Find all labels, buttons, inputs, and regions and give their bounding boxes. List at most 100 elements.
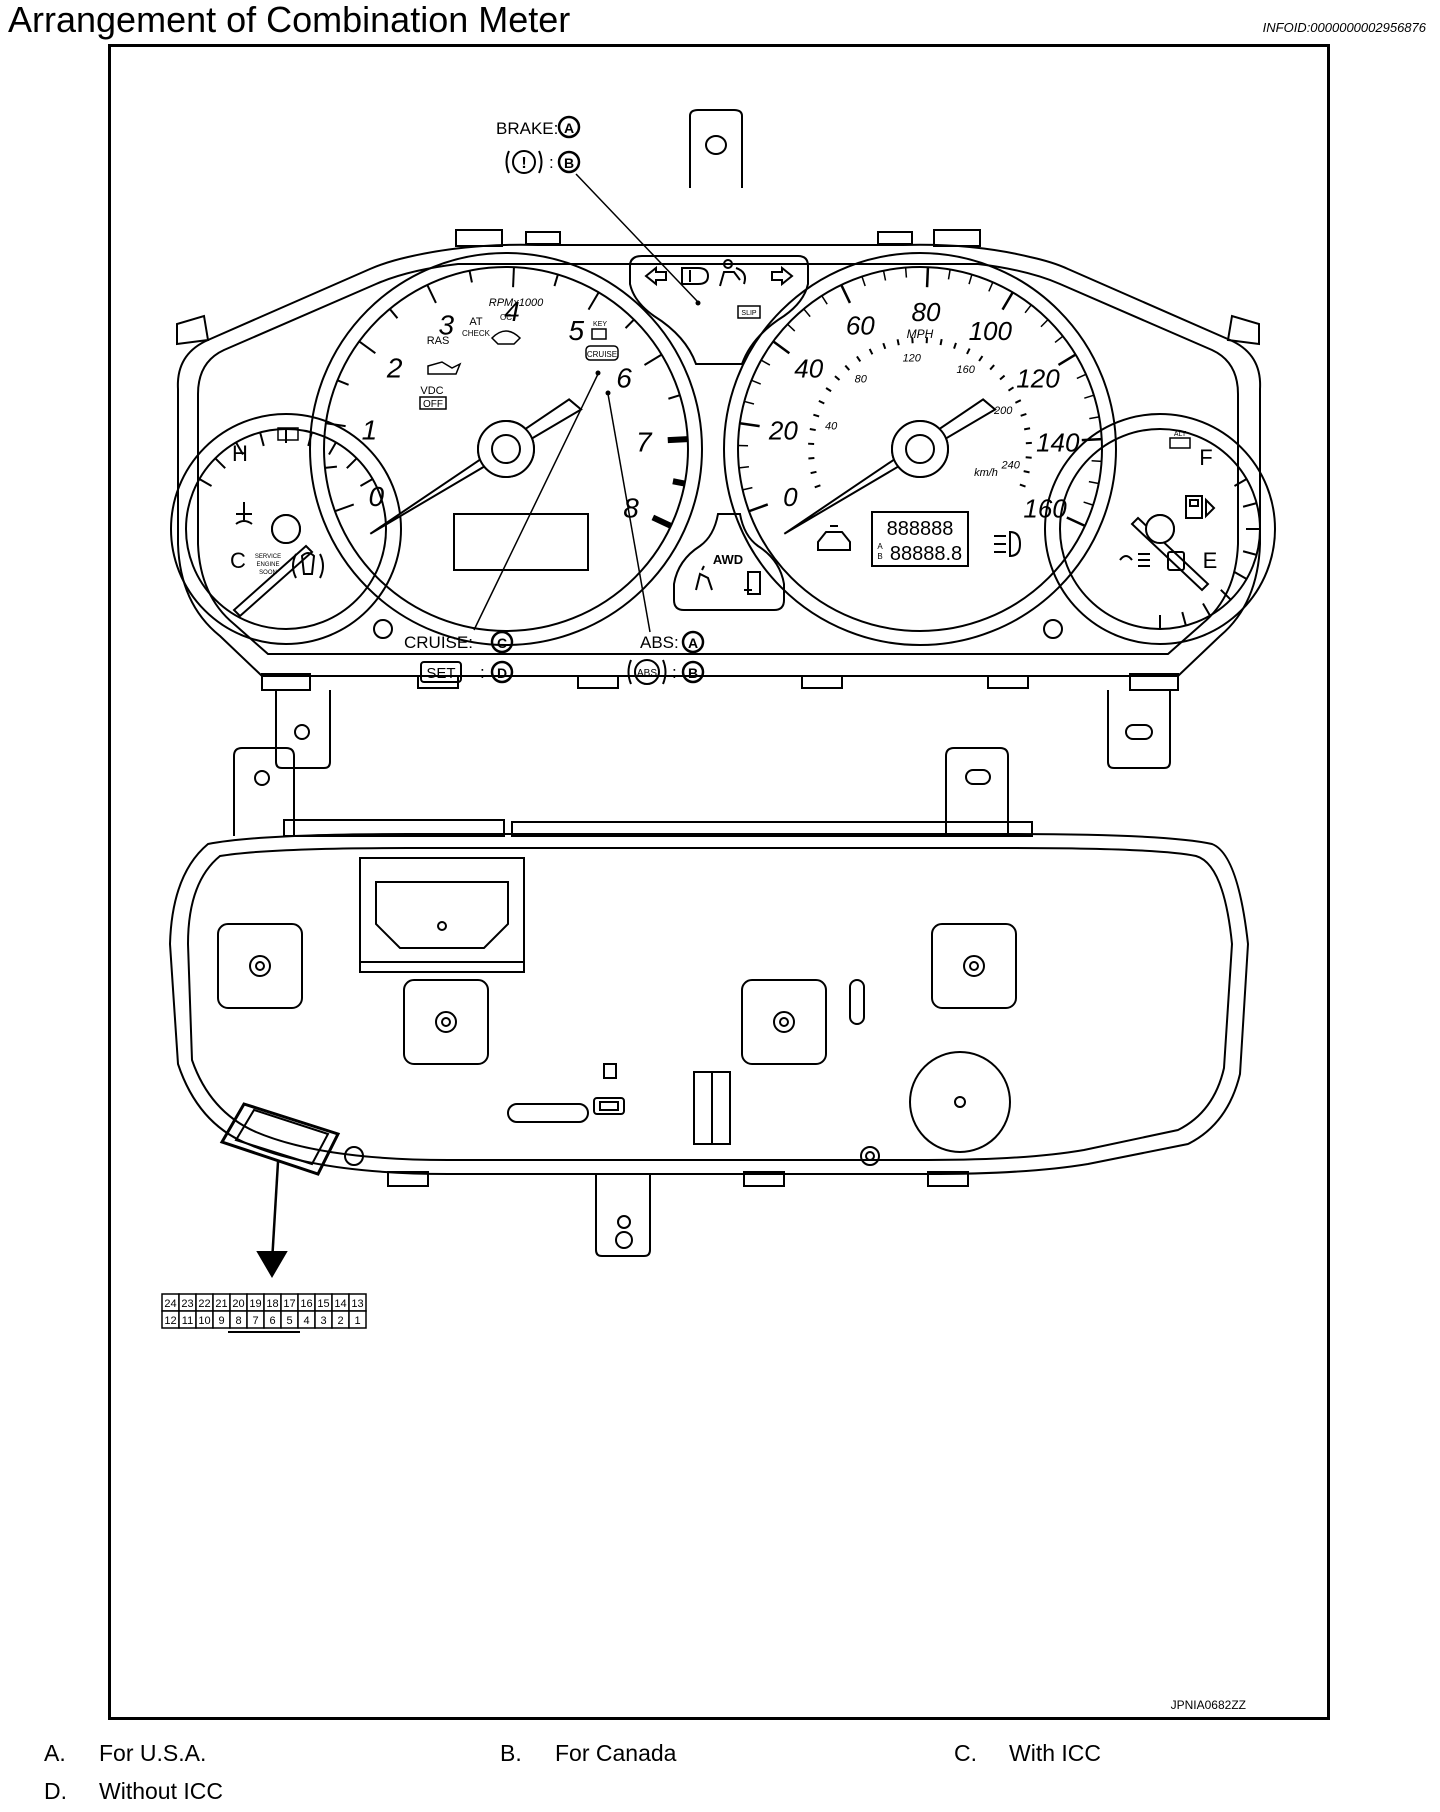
mph-tick bbox=[1081, 437, 1102, 442]
mph-tick bbox=[744, 400, 755, 405]
brake-label: BRAKE: bbox=[496, 119, 558, 138]
connector-pin-number: 23 bbox=[181, 1298, 193, 1310]
mph-tick bbox=[739, 422, 760, 428]
tach-numeral: 5 bbox=[569, 315, 585, 346]
center-bottom-panel bbox=[673, 513, 785, 611]
airbag-icon bbox=[719, 267, 746, 287]
key-icon bbox=[591, 328, 607, 340]
rear-right-bracket-hole bbox=[965, 769, 991, 785]
odometer-window bbox=[871, 511, 969, 567]
rear-boss bbox=[931, 923, 1017, 1009]
legend-item-c: C.With ICC bbox=[954, 1740, 1101, 1767]
abs-b-badge bbox=[681, 660, 705, 684]
mph-tick bbox=[1066, 516, 1086, 528]
cruise-c-letter: C bbox=[497, 635, 507, 651]
battery-icon bbox=[277, 427, 299, 441]
kmh-tick bbox=[834, 375, 841, 381]
kmh-tick bbox=[856, 355, 862, 362]
mph-numeral: 20 bbox=[768, 415, 798, 445]
legend-text: For Canada bbox=[555, 1740, 677, 1766]
high-beam-icon bbox=[681, 267, 710, 285]
legend-item-d: D.Without ICC bbox=[44, 1778, 223, 1805]
washer-icon bbox=[490, 330, 522, 345]
set-label: SET bbox=[426, 665, 455, 682]
mph-tick bbox=[925, 267, 930, 288]
mph-tick bbox=[748, 503, 769, 513]
kmh-numeral: 80 bbox=[855, 374, 868, 386]
service-label-3: SOON bbox=[259, 570, 277, 576]
connector-pin-number: 11 bbox=[182, 1315, 193, 1327]
fuel-tick bbox=[1220, 589, 1232, 601]
vehicle-distance-icon bbox=[817, 525, 851, 551]
connector-pin-cell bbox=[348, 1310, 367, 1329]
temp-tick bbox=[214, 457, 226, 469]
tach-tick bbox=[672, 478, 686, 487]
ras-label: RAS bbox=[427, 335, 450, 347]
kmh-tick bbox=[978, 355, 984, 362]
mph-tick bbox=[840, 284, 852, 304]
connector-pin-number: 22 bbox=[198, 1298, 210, 1310]
alt-label: ALT bbox=[1174, 431, 1187, 438]
mount-hole bbox=[1043, 619, 1063, 639]
brake-callout: BRAKE: A ! : B bbox=[496, 115, 701, 306]
brake-b-letter: B bbox=[564, 155, 574, 171]
connector-pin-number: 1 bbox=[354, 1315, 360, 1327]
rear-left-bracket-hole bbox=[254, 770, 270, 786]
temp-tick bbox=[359, 478, 374, 487]
temp-tick bbox=[259, 432, 265, 447]
cruise-leader-line bbox=[473, 373, 599, 631]
kmh-tick bbox=[844, 364, 851, 371]
kmh-tick bbox=[1014, 399, 1022, 404]
rear-slot bbox=[507, 1103, 589, 1123]
kmh-numeral: 120 bbox=[903, 352, 922, 364]
alt-icon bbox=[1169, 437, 1191, 449]
rear-top-rim bbox=[283, 819, 505, 837]
bottom-tab bbox=[987, 675, 1029, 689]
mph-tick bbox=[821, 295, 828, 305]
brake-a-badge bbox=[557, 115, 581, 139]
mph-tick bbox=[861, 276, 866, 287]
bottom-tab bbox=[261, 673, 311, 691]
rear-top-rim bbox=[511, 821, 1033, 837]
slip-indicator bbox=[737, 305, 761, 319]
seatbelt-icon bbox=[695, 565, 713, 591]
kmh-tick bbox=[966, 348, 971, 355]
headlight-icon bbox=[1119, 553, 1150, 567]
fuel-pump-icon bbox=[1185, 495, 1216, 519]
kmh-tick bbox=[1020, 412, 1027, 417]
connector-pin-number: 6 bbox=[269, 1315, 275, 1327]
door-open-icon bbox=[744, 571, 761, 595]
cruise-indicator bbox=[585, 345, 619, 361]
vdc-off-box bbox=[419, 396, 447, 410]
abs-warning-glyph: ABS bbox=[637, 668, 657, 679]
tach-tick bbox=[667, 436, 688, 444]
mph-tick bbox=[988, 281, 994, 292]
fuel-hub-overlay bbox=[1145, 514, 1175, 544]
rear-bottom-bracket-hole bbox=[617, 1215, 631, 1229]
tach-lcd-window bbox=[453, 513, 589, 571]
connector-pin-number: 15 bbox=[317, 1298, 329, 1310]
rear-slot bbox=[849, 979, 865, 1025]
connector-pin-number: 5 bbox=[286, 1315, 292, 1327]
kmh-numeral: 40 bbox=[825, 420, 838, 432]
temp-hub-overlay bbox=[271, 514, 301, 544]
connector-pin-number: 18 bbox=[266, 1298, 278, 1310]
bottom-right-bracket-hole bbox=[1125, 724, 1153, 740]
tach-numeral: 7 bbox=[636, 426, 653, 457]
right-clip bbox=[1226, 314, 1260, 346]
set-indicator-box bbox=[420, 661, 462, 683]
center-top-panel bbox=[629, 255, 809, 365]
kmh-tick bbox=[814, 484, 821, 489]
cruise-label: CRUISE: bbox=[404, 633, 473, 652]
kmh-tick bbox=[999, 374, 1006, 381]
fuel-gauge-bezel bbox=[1044, 413, 1276, 645]
legend-text: With ICC bbox=[1009, 1740, 1101, 1766]
coolant-temp-icon bbox=[235, 502, 253, 525]
temp-cold-label: C bbox=[230, 548, 246, 573]
mph-numeral: 80 bbox=[912, 297, 941, 327]
bottom-tab bbox=[801, 675, 843, 689]
tach-tick bbox=[668, 394, 681, 400]
legend-text: For U.S.A. bbox=[99, 1740, 207, 1766]
mph-tick bbox=[738, 466, 750, 469]
temp-tick bbox=[346, 457, 358, 469]
